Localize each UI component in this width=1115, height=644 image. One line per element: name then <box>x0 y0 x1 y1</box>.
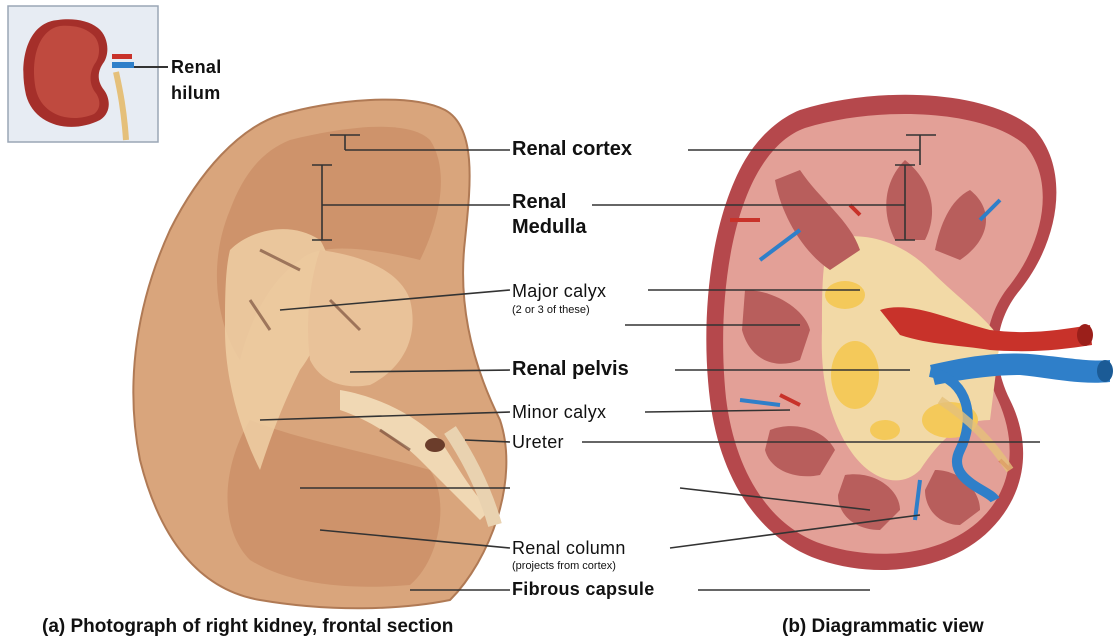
label-renal-column: Renal column <box>512 539 626 557</box>
label-renal-medulla-line1: Renal <box>512 192 566 212</box>
photo-kidney <box>133 100 506 609</box>
label-renal-pelvis: Renal pelvis <box>512 359 629 379</box>
hilum-label-line1: Renal <box>171 58 222 76</box>
label-major-calyx-note: (2 or 3 of these) <box>512 305 590 316</box>
label-renal-cortex: Renal cortex <box>512 139 632 159</box>
label-fibrous-capsule: Fibrous capsule <box>512 580 655 598</box>
inset-kidney <box>8 6 168 142</box>
label-renal-medulla-line2: Medulla <box>512 217 586 237</box>
hilum-label-line2: hilum <box>171 84 221 102</box>
caption-photo: (a) Photograph of right kidney, frontal … <box>42 617 453 636</box>
label-minor-calyx: Minor calyx <box>512 403 606 421</box>
label-ureter: Ureter <box>512 433 564 451</box>
label-renal-column-note: (projects from cortex) <box>512 561 616 572</box>
caption-diagram: (b) Diagrammatic view <box>782 617 984 636</box>
label-major-calyx: Major calyx <box>512 282 606 300</box>
